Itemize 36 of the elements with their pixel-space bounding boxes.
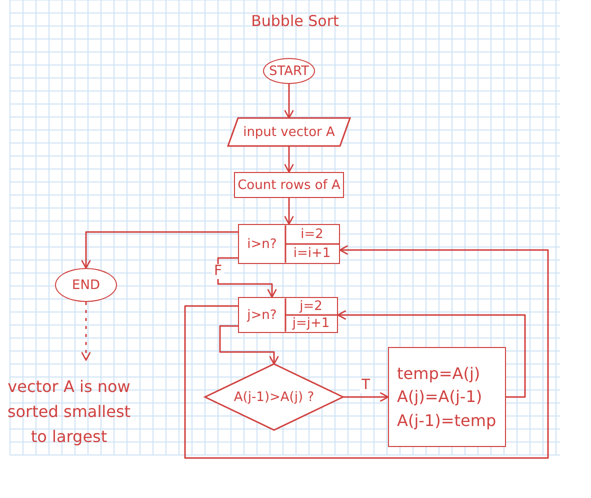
process-box bbox=[388, 347, 506, 447]
terminal-oval bbox=[55, 268, 117, 302]
arrow bbox=[80, 302, 92, 361]
edge-label: F bbox=[212, 264, 224, 279]
node-text: input vector A bbox=[243, 124, 335, 140]
decision-diamond bbox=[205, 364, 343, 430]
loop-counter-text: j=j+1 bbox=[292, 316, 330, 331]
node-text: A(j-1)>A(j) ? bbox=[234, 390, 314, 404]
loop-box bbox=[238, 224, 340, 264]
arrow bbox=[343, 392, 389, 402]
terminal-oval bbox=[263, 58, 315, 84]
assignment-text: temp=A(j) bbox=[397, 363, 480, 386]
title: Bubble Sort bbox=[250, 12, 340, 30]
loop-box bbox=[238, 297, 338, 333]
node-text: END bbox=[72, 278, 100, 292]
arrow bbox=[284, 198, 294, 225]
arrow bbox=[284, 146, 294, 173]
edge-label: T bbox=[360, 378, 372, 393]
result-note: vector A is now sorted smallest to largest bbox=[6, 376, 132, 448]
loop-counter-text: i=2 bbox=[300, 227, 324, 242]
arrow bbox=[219, 325, 280, 365]
process-box bbox=[234, 172, 344, 198]
loop-counter-text: i=i+1 bbox=[293, 246, 331, 261]
loop-condition-text: i>n? bbox=[247, 236, 277, 252]
arrow bbox=[284, 84, 294, 119]
node-text: START bbox=[268, 64, 310, 78]
assignment-text: A(j)=A(j-1) bbox=[397, 386, 482, 408]
assignment-text: A(j-1)=temp bbox=[397, 410, 496, 432]
arrow bbox=[184, 244, 549, 459]
arrow bbox=[217, 257, 278, 298]
arrow bbox=[80, 231, 238, 269]
input-parallelogram bbox=[228, 118, 350, 146]
loop-counter-text: j=2 bbox=[300, 299, 322, 314]
node-text: Count rows of A bbox=[238, 178, 340, 192]
arrow bbox=[337, 310, 526, 398]
loop-condition-text: j>n? bbox=[247, 308, 277, 322]
